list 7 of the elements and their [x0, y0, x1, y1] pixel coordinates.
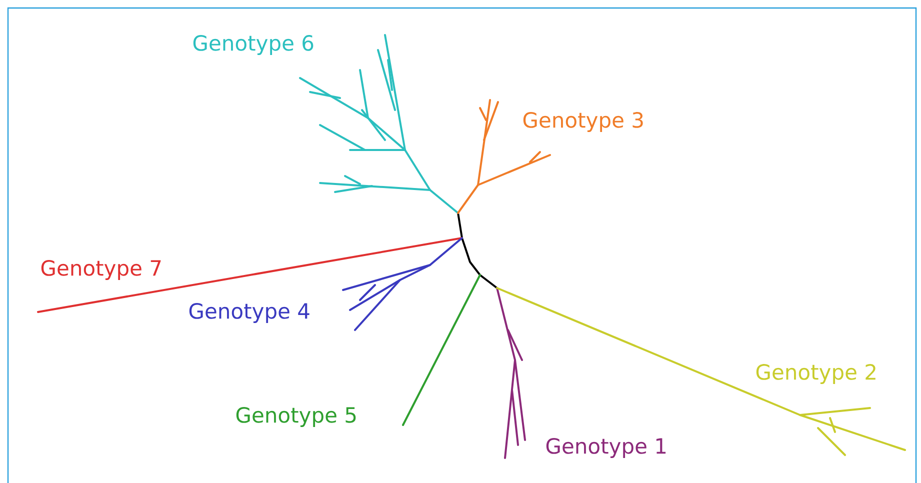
genotype-label: Genotype 7	[41, 260, 161, 280]
genotype-label: Genotype 6	[193, 35, 314, 55]
genotype-label: Genotype 1	[546, 438, 666, 458]
genotype-label: Genotype 3	[523, 112, 643, 132]
genotype-label: Genotype 2	[756, 364, 876, 384]
genotype-label: Genotype 5	[236, 407, 356, 427]
genotype-label: Genotype 4	[189, 303, 310, 323]
